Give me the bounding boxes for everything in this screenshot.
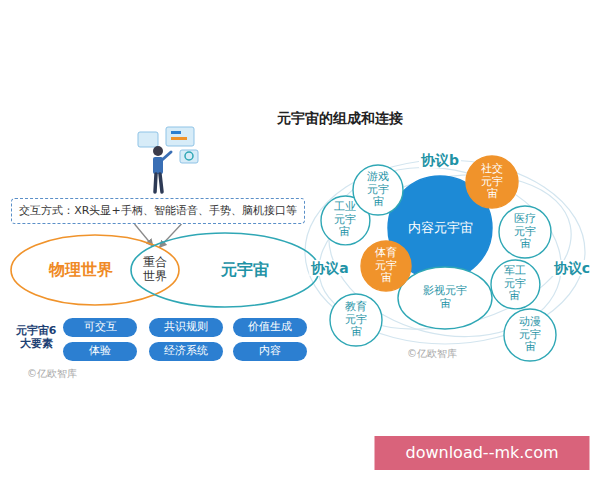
outline-shape xyxy=(131,233,319,307)
orbit-curve xyxy=(311,144,580,360)
screen-chart xyxy=(185,152,193,160)
node-text: 价值生成 xyxy=(248,321,292,334)
outline-shape xyxy=(499,206,551,258)
watermark-banner: download--mk.com xyxy=(375,436,590,470)
node-text: 社交元宇宙 xyxy=(480,163,504,201)
node-text: 元宇宙 xyxy=(221,261,269,279)
person-leg xyxy=(155,174,156,192)
outline-shape xyxy=(353,165,403,215)
outline-shape xyxy=(504,309,556,361)
outline-shape xyxy=(466,156,518,208)
watermark: ©亿欧智库 xyxy=(27,368,77,380)
element-pill: 共识规则 xyxy=(149,318,223,337)
elements-heading: 元宇宙6大要素 xyxy=(13,325,59,350)
element-pill: 可交互 xyxy=(63,318,137,337)
node-text: 体验 xyxy=(89,345,111,358)
protocol-label: 协议b xyxy=(419,152,461,168)
metaverse-circle: 社交元宇宙 xyxy=(465,155,519,209)
person-leg xyxy=(160,174,162,192)
metaverse-circle: 教育元宇宙 xyxy=(329,293,383,347)
node-text: 内容元宇宙 xyxy=(408,221,473,236)
node-text: 影视元宇宙 xyxy=(420,285,470,310)
metaverse-circle: 军工元宇宙 xyxy=(490,259,541,310)
node-text: 体育元宇宙 xyxy=(374,247,398,285)
floating-screen xyxy=(166,127,194,146)
person-illustration xyxy=(138,127,198,192)
node-text: 经济系统 xyxy=(164,345,208,358)
node-text: 内容 xyxy=(259,345,281,358)
person-arm xyxy=(162,152,171,160)
protocol-label: 协议a xyxy=(309,260,350,276)
floating-screen xyxy=(138,132,158,147)
connection-curves xyxy=(304,144,585,360)
person-head xyxy=(153,146,163,156)
node-text: 医疗元宇宙 xyxy=(513,213,537,251)
outline-shape xyxy=(321,196,370,245)
element-pill: 价值生成 xyxy=(233,318,307,337)
node-text: 交互方式：XR头显+手柄、智能语音、手势、脑机接口等 xyxy=(19,205,296,218)
outline-shape xyxy=(398,267,492,329)
node-text: 游戏元宇宙 xyxy=(366,171,390,209)
node-text: 可交互 xyxy=(84,321,117,334)
node-text: 物理世界 xyxy=(49,261,113,279)
interaction-box: 交互方式：XR头显+手柄、智能语音、手势、脑机接口等 xyxy=(11,198,304,224)
node-text: 军工元宇宙 xyxy=(503,265,527,303)
metaverse-circle: 体育元宇宙 xyxy=(360,240,412,292)
metaverse-circle: 游戏元宇宙 xyxy=(352,164,404,216)
outline-shape xyxy=(491,260,540,309)
node-text: 共识规则 xyxy=(164,321,208,334)
node-text: 工业元宇宙 xyxy=(333,201,357,239)
outline-shape xyxy=(330,294,382,346)
metaverse-circle: 医疗元宇宙 xyxy=(498,205,552,259)
arrow-connector xyxy=(159,224,181,248)
node-text: 教育元宇宙 xyxy=(344,301,368,339)
screen-bar xyxy=(171,131,181,134)
floating-screen xyxy=(180,150,198,163)
watermark: ©亿欧智库 xyxy=(407,348,457,360)
world-ellipse: 影视元宇宙 xyxy=(397,266,493,330)
element-pill: 内容 xyxy=(233,342,307,361)
overlap-label: 重合世界 xyxy=(142,256,168,284)
element-pill: 经济系统 xyxy=(149,342,223,361)
outline-shape xyxy=(361,241,411,291)
node-text: 动漫元宇宙 xyxy=(518,316,542,354)
screen-bar xyxy=(171,137,187,140)
element-pill: 体验 xyxy=(63,342,137,361)
metaverse-circle: 动漫元宇宙 xyxy=(503,308,557,362)
diagram-title: 元宇宙的组成和连接 xyxy=(277,110,403,126)
protocol-label: 协议c xyxy=(552,260,592,276)
